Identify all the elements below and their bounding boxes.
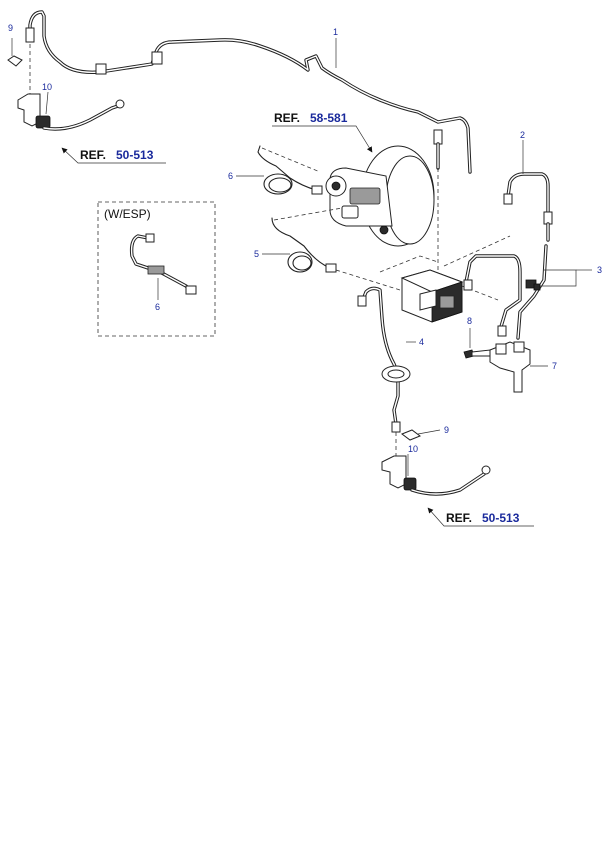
callout-4: 4 [419, 337, 424, 347]
tube-clip [151, 51, 163, 65]
hose-end-fitting [115, 99, 125, 109]
esp-variant-box: (W/ESP) [97, 201, 216, 337]
ref-label: REF. [274, 111, 300, 125]
front-left-hose-assembly [7, 44, 125, 131]
hose-clip-part-10 [35, 115, 51, 129]
hose-bracket [381, 455, 407, 489]
esp-variant-label: (W/ESP) [104, 207, 151, 221]
ref-label: REF. [80, 148, 106, 162]
hydraulic-modulator-unit [379, 168, 511, 323]
callout-10-bottom: 10 [408, 444, 418, 454]
brake-tube-part-2 [503, 172, 553, 242]
ref-label: REF. [446, 511, 472, 525]
tube-clip [95, 63, 107, 75]
callout-7: 7 [552, 361, 557, 371]
brake-tube-part-4 [357, 286, 411, 433]
callout-10-top: 10 [42, 82, 52, 92]
leader-lines [11, 38, 592, 476]
rear-hose-assembly [381, 429, 491, 496]
callout-9-top: 9 [8, 23, 13, 33]
brake-tubes-part-3 [463, 244, 548, 340]
ref-bottom-right: REF. 50-513 [427, 507, 534, 527]
callout-6-esp: 6 [155, 302, 160, 312]
ref-top-left: REF. 50-513 [61, 147, 166, 164]
callout-numbers: 1 2 3 4 5 6 6 7 8 9 9 10 10 [8, 23, 602, 454]
ref-number: 58-581 [310, 111, 348, 125]
callout-9-bottom: 9 [444, 425, 449, 435]
tube-fitting [433, 129, 443, 145]
joint-bracket-part-7 [489, 341, 531, 393]
callout-5: 5 [254, 249, 259, 259]
tube-fitting [311, 185, 323, 195]
hose-end-fitting [481, 465, 491, 475]
callout-1: 1 [333, 27, 338, 37]
hose-bracket [17, 93, 41, 127]
brake-tube-part-1 [25, 10, 472, 174]
tube-fitting [325, 263, 337, 273]
brake-tube-part-6 [257, 145, 323, 195]
brake-tube-part-5 [271, 207, 401, 291]
ref-number: 50-513 [116, 148, 154, 162]
brake-booster-master-cylinder [325, 145, 435, 247]
callout-2: 2 [520, 130, 525, 140]
ref-number: 50-513 [482, 511, 520, 525]
clip-part-9 [7, 55, 23, 67]
ref-booster: REF. 58-581 [272, 111, 373, 153]
callout-3: 3 [597, 265, 602, 275]
callout-8: 8 [467, 316, 472, 326]
clip-part-9 [400, 429, 422, 441]
bolt-part-8 [463, 349, 491, 359]
callout-6: 6 [228, 171, 233, 181]
tube-fitting [25, 27, 35, 43]
hose-clip-part-10 [403, 477, 417, 491]
